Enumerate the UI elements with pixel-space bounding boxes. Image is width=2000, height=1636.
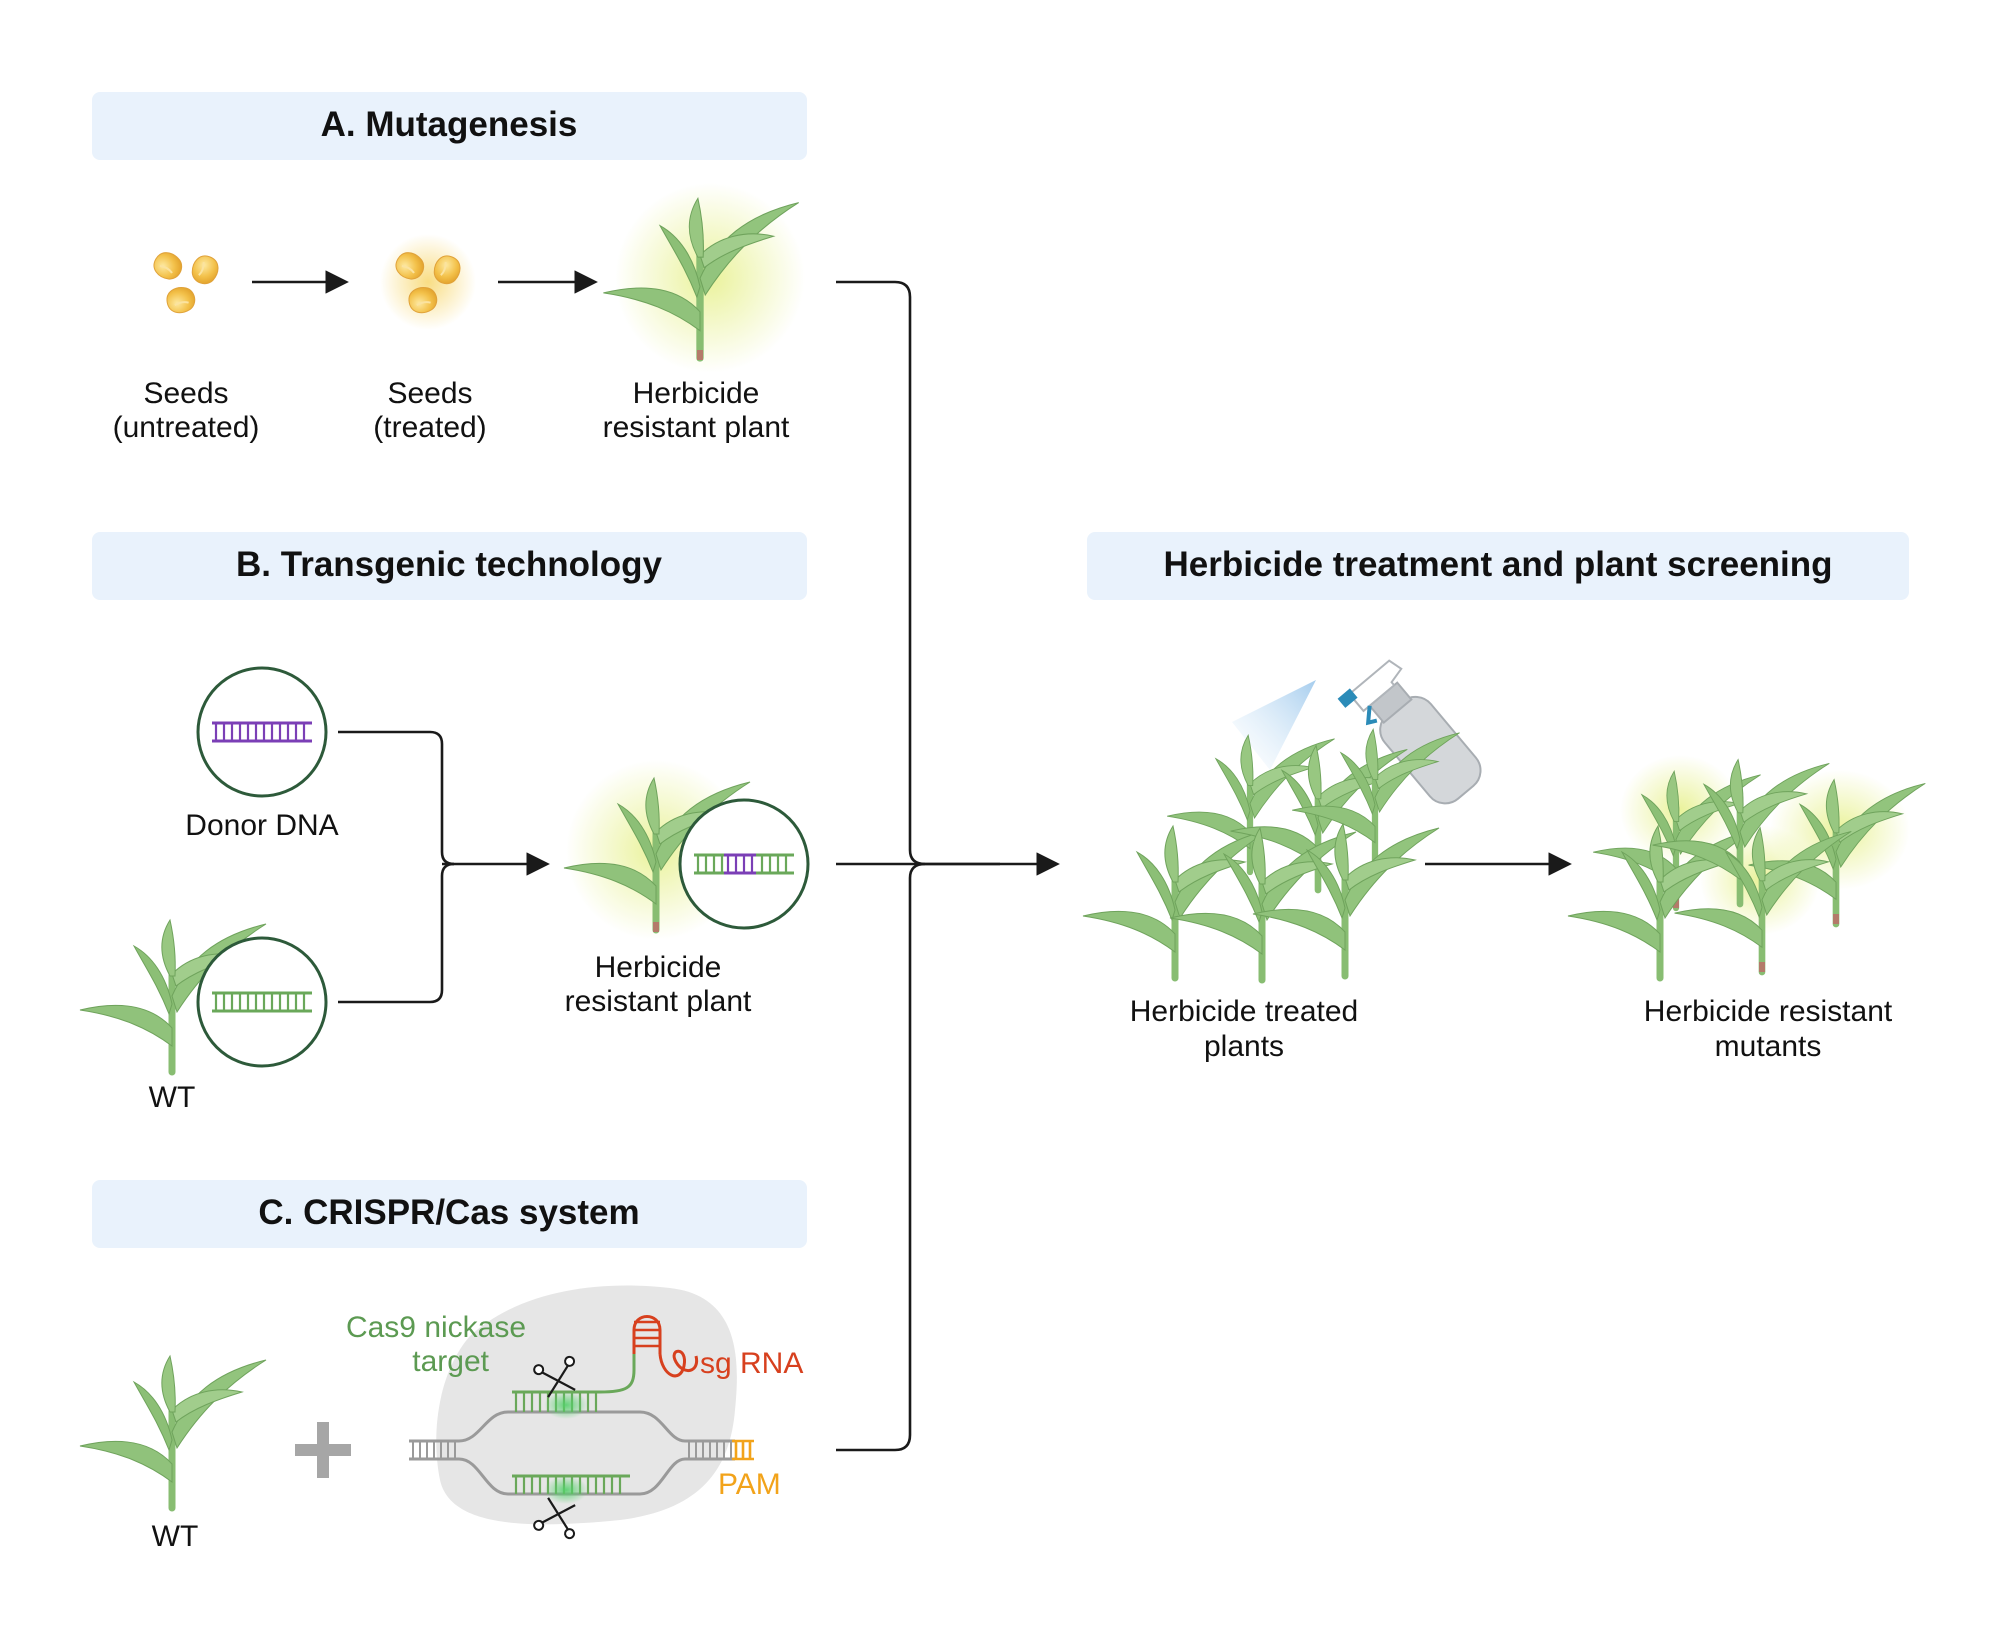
wt-label-c: WT bbox=[152, 1520, 199, 1553]
screening-title: Herbicide treatment and plant screening bbox=[1163, 545, 1832, 584]
transgenic-title: B. Transgenic technology bbox=[236, 545, 662, 584]
section-mutagenesis: A. Mutagenesis Seeds (untreated) Seeds (… bbox=[92, 92, 807, 444]
seeds-untreated-icon bbox=[148, 247, 223, 316]
treated-plants-label-2: plants bbox=[1204, 1030, 1284, 1063]
crispr-title: C. CRISPR/Cas system bbox=[258, 1193, 639, 1232]
resistant-plant-label-2: resistant plant bbox=[603, 411, 790, 444]
mutagenesis-header bbox=[92, 92, 807, 160]
cas9-target-label-1: Cas9 nickase bbox=[346, 1311, 526, 1344]
transgenic-plant-label-1: Herbicide bbox=[595, 951, 722, 984]
crispr-header bbox=[92, 1180, 807, 1248]
cas9-target-label-2: target bbox=[412, 1345, 489, 1378]
section-crispr: C. CRISPR/Cas system WT bbox=[80, 1180, 807, 1553]
wt-dna-circle-icon bbox=[196, 936, 328, 1068]
resistant-mutants-icon bbox=[1568, 755, 1925, 978]
wt-label-b: WT bbox=[149, 1081, 196, 1114]
section-screening: Herbicide treatment and plant screening bbox=[1083, 532, 1925, 1063]
seeds-treated-label-2: (treated) bbox=[373, 411, 486, 444]
connector-wt bbox=[338, 862, 455, 1004]
seeds-treated-icon bbox=[380, 234, 476, 330]
donor-dna-label: Donor DNA bbox=[185, 809, 338, 842]
screening-header bbox=[1087, 532, 1909, 600]
donor-dna-circle-icon bbox=[196, 666, 328, 798]
resistant-plant-icon bbox=[603, 183, 805, 373]
sgrna-label: sg RNA bbox=[700, 1347, 803, 1380]
section-transgenic: B. Transgenic technology Donor DNA WT bbox=[80, 532, 810, 1114]
seeds-untreated-label-1: Seeds bbox=[143, 377, 228, 410]
transgenic-dna-circle-icon bbox=[678, 798, 810, 930]
merge-connectors bbox=[836, 280, 1060, 1452]
transgenic-plant-label-2: resistant plant bbox=[565, 985, 752, 1018]
pam-label: PAM bbox=[718, 1468, 781, 1501]
connector-c bbox=[836, 862, 926, 1452]
connector-donor bbox=[338, 730, 455, 866]
resistant-plant-label-1: Herbicide bbox=[633, 377, 760, 410]
sgrna-icon bbox=[632, 1315, 699, 1378]
connector-a bbox=[836, 280, 926, 866]
plus-icon bbox=[295, 1422, 351, 1478]
seeds-treated-label-1: Seeds bbox=[387, 377, 472, 410]
resistant-mutants-label-2: mutants bbox=[1715, 1030, 1822, 1063]
treated-plants-label-1: Herbicide treated bbox=[1130, 995, 1358, 1028]
resistant-mutants-label-1: Herbicide resistant bbox=[1644, 995, 1893, 1028]
cas9-complex-icon bbox=[407, 1285, 754, 1541]
seeds-untreated-label-2: (untreated) bbox=[113, 411, 260, 444]
wt-plant-icon-c bbox=[80, 1356, 266, 1508]
transgenic-header bbox=[92, 532, 807, 600]
mutagenesis-title: A. Mutagenesis bbox=[321, 105, 578, 144]
